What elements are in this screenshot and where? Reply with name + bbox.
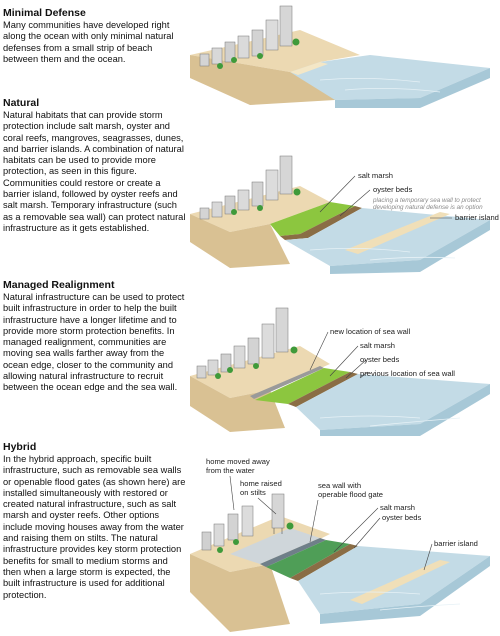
buildings <box>196 307 289 379</box>
wave-lines <box>319 591 461 611</box>
panel-description: In the hybrid approach, specific built i… <box>3 454 186 600</box>
buildings <box>199 5 293 67</box>
salt-marsh <box>266 540 350 578</box>
home-raised-label-line2: on stilts <box>240 488 266 497</box>
salt-marsh-leader <box>333 507 379 553</box>
salt-marsh-leader <box>329 345 359 377</box>
panel-heading: Natural <box>3 97 40 109</box>
barrier-island <box>350 560 450 604</box>
ocean-side <box>330 220 490 274</box>
panel-description: Natural habitats that can provide storm … <box>3 110 186 233</box>
home-raised-leader <box>257 497 277 515</box>
land-surface <box>190 346 330 398</box>
salt-marsh-leader <box>319 175 356 213</box>
land-side <box>190 376 285 432</box>
ocean-side <box>320 556 490 624</box>
oyster-beds-label: oyster beds <box>382 513 421 522</box>
ocean-side <box>335 68 490 108</box>
trees <box>217 522 294 553</box>
panel-managed-realignment: Managed Realignment Natural infrastructu… <box>0 274 500 436</box>
barrier-island-label: barrier island <box>434 539 478 548</box>
land-side <box>190 554 290 632</box>
ocean-side <box>320 384 490 436</box>
sea-wall-flood-gate <box>260 538 326 567</box>
panel-heading: Hybrid <box>3 441 37 453</box>
stilts <box>273 528 283 534</box>
oyster-beds-leader <box>353 517 381 549</box>
wave-lines <box>309 248 456 261</box>
buildings <box>201 493 285 551</box>
minimal-defense-illustration <box>190 5 490 108</box>
wave-lines <box>319 78 441 93</box>
salt-marsh-label: salt marsh <box>360 341 395 350</box>
trees <box>217 38 300 69</box>
beach-strip <box>290 62 328 75</box>
new-sea-wall-label: new location of sea wall <box>330 327 411 336</box>
sea-wall-label-line2: operable flood gate <box>318 490 383 499</box>
oyster-beds-label: oyster beds <box>360 355 399 364</box>
wave-lines <box>319 415 461 427</box>
oyster-beds-leader <box>345 359 367 379</box>
panel-text: Minimal Defense Many communities have de… <box>3 7 187 65</box>
sea-wall-note-line1: placing a temporary sea wall to protect <box>372 197 481 204</box>
oyster-beds <box>288 372 358 407</box>
oyster-beds-label: oyster beds <box>373 185 412 194</box>
panel-description: Natural infrastructure can be used to pr… <box>3 292 185 393</box>
natural-illustration: salt marsh oyster beds placing a tempora… <box>190 155 499 274</box>
panel-description: Many communities have developed right al… <box>3 20 174 64</box>
salt-marsh <box>255 368 350 404</box>
home-moved-label-line2: from the water <box>206 466 255 475</box>
salt-marsh <box>270 202 355 236</box>
previous-sea-wall-leader <box>359 371 369 379</box>
sea-wall-label-line1: sea wall with <box>318 481 361 490</box>
hybrid-illustration: home moved away from the water home rais… <box>190 457 490 632</box>
barrier-island-leader <box>423 543 433 571</box>
previous-sea-wall-label: previous location of sea wall <box>360 369 455 378</box>
panel-natural: Natural Natural habitats that can provid… <box>0 97 500 274</box>
sea-wall-note-line2: developing natural defense is an option <box>373 204 483 211</box>
home-moved-leader <box>229 475 235 511</box>
trees <box>215 346 298 379</box>
oyster-beds <box>290 544 358 581</box>
ocean-surface <box>296 374 490 430</box>
oyster-beds-leader <box>339 189 371 217</box>
land-side <box>190 214 290 268</box>
panel-hybrid: Hybrid In the hybrid approach, specific … <box>0 436 500 636</box>
panel-text: Hybrid In the hybrid approach, specific … <box>3 441 187 601</box>
panel-heading: Minimal Defense <box>3 7 86 19</box>
panel-text: Managed Realignment Natural infrastructu… <box>3 279 187 394</box>
panel-text: Natural Natural habitats that can provid… <box>3 97 187 234</box>
salt-marsh-label: salt marsh <box>358 171 393 180</box>
home-raised-label-line1: home raised <box>240 479 282 488</box>
sea-wall-leader <box>309 499 319 543</box>
panel-heading: Managed Realignment <box>3 279 115 291</box>
land-side <box>190 55 335 105</box>
new-sea-wall <box>250 366 324 399</box>
stilt-platform <box>230 528 320 564</box>
salt-marsh-label: salt marsh <box>380 503 415 512</box>
new-sea-wall-leader <box>309 331 329 371</box>
home-moved-label-line1: home moved away <box>206 457 270 466</box>
barrier-island <box>345 212 450 254</box>
ocean-surface <box>290 55 490 100</box>
managed-realignment-illustration: new location of sea wall salt marsh oyst… <box>190 307 490 436</box>
panel-minimal-defense: Minimal Defense Many communities have de… <box>0 0 500 108</box>
trees <box>231 188 301 215</box>
barrier-island-label: barrier island <box>455 213 499 222</box>
buildings <box>199 155 293 220</box>
